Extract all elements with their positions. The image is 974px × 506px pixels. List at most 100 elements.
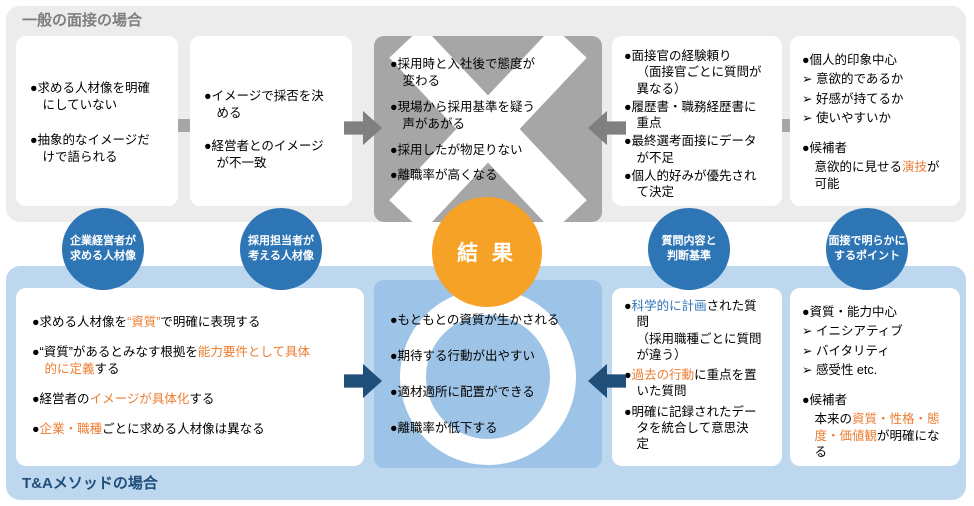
text-run: ●面接官の経験頼り （面接官ごとに質問が 異なる） xyxy=(624,49,762,96)
bullet-list: ●求める人材像を明確 にしていない ●抽象的なイメージだ けで語られる xyxy=(30,80,166,166)
bullet-list: ●個人的印象中心 ➢ 意欲的であるか ➢ 好感が持てるか ➢ 使いやすいか ●候補者意欲… xyxy=(802,52,954,192)
bullet-list: ●科学的に計画された質 問 （採用職種ごとに質問 が違う）●過去の行動に重点を置… xyxy=(624,298,776,452)
text-run: に重点を置 いた質問 xyxy=(636,368,757,399)
list-item: ➢ バイタリティ xyxy=(802,343,954,359)
circle-label: 採用担当者が 考える人材像 xyxy=(248,234,314,262)
text-run: ●資質・能力中心 xyxy=(802,305,898,319)
text-run: する xyxy=(189,391,215,406)
text-run: ➢ イニシアティブ xyxy=(802,324,903,339)
bullet-list: ●採用時と入社後で態度が 変わる ●現場から採用基準を疑う 声があがる ●採用したが… xyxy=(374,36,602,184)
circle-label: 結 果 xyxy=(457,242,517,265)
text-run: ➢ 意欲的であるか xyxy=(802,72,904,87)
text-run: ●候補者 xyxy=(802,393,848,407)
text-run: ●経営者とのイメージ が不一致 xyxy=(204,138,324,170)
list-item: ●経営者のイメージが具体化する xyxy=(32,391,352,408)
bottom-employer-view-box: ●求める人材像を“資質”で明確に表現する ●“資質”があるとみなす根拠を能力要件と… xyxy=(16,288,364,466)
list-item: ●適材適所に配置ができる xyxy=(390,384,590,401)
text-run: が明確にな る xyxy=(814,428,940,459)
list-item: ●求める人材像を明確 にしていない xyxy=(30,80,166,114)
text-run: ●個人的印象中心 xyxy=(802,53,898,67)
list-item: ●経営者とのイメージ が不一致 xyxy=(204,138,340,172)
circle-result: 結 果 xyxy=(432,197,542,307)
bullet-list: ●もともとの資質が生かされる ●期待する行動が出やすい ●適材適所に配置ができる ●離… xyxy=(374,280,602,437)
text-run: ●適材適所に配置ができる xyxy=(390,384,535,399)
top-employer-view-box: ●求める人材像を明確 にしていない ●抽象的なイメージだ けで語られる xyxy=(16,36,178,206)
list-item: ●個人的好みが優先され て決定 xyxy=(624,168,776,201)
arrow-left-icon xyxy=(588,362,626,400)
bottom-question-box: ●科学的に計画された質 問 （採用職種ごとに質問 が違う）●過去の行動に重点を置… xyxy=(612,288,782,466)
text-run: 能力要件として具体 的に定義 xyxy=(44,344,311,376)
list-item: ●個人的印象中心 xyxy=(802,52,954,68)
circle-label: 面接で明らかに するポイント xyxy=(828,234,906,262)
list-item: ●もともとの資質が生かされる xyxy=(390,312,590,329)
text-run: 演技 xyxy=(902,160,928,175)
text-run: ● xyxy=(624,368,632,382)
top-point-box: ●個人的印象中心 ➢ 意欲的であるか ➢ 好感が持てるか ➢ 使いやすいか ●候補者意欲… xyxy=(790,36,960,206)
connector-square-left xyxy=(177,119,190,132)
text-run: ●明確に記録されたデー タを統合して意思決 定 xyxy=(624,404,757,452)
bottom-point-box: ●資質・能力中心 ➢ イニシアティブ ➢ バイタリティ ➢ 感受性 etc. ●候補者本… xyxy=(790,288,960,466)
x-mark-icon xyxy=(389,36,587,222)
text-run: ごとに求める人材像は異なる xyxy=(102,421,265,436)
text-run: 意欲的に見せる xyxy=(814,160,903,175)
circle-label: 質問内容と 判断基準 xyxy=(661,234,717,262)
list-item: ●候補者 xyxy=(802,140,954,156)
list-item: 意欲的に見せる演技が 可能 xyxy=(802,159,954,192)
arrow-left-icon xyxy=(588,109,626,147)
circle-interview-points: 面接で明らかに するポイント xyxy=(826,208,908,290)
list-item: ●資質・能力中心 xyxy=(802,304,954,320)
list-item: ●明確に記録されたデー タを統合して意思決 定 xyxy=(624,404,776,453)
text-run: ●個人的好みが優先され て決定 xyxy=(624,168,757,199)
text-run: 過去の行動 xyxy=(631,368,695,382)
list-item: ●採用時と入社後で態度が 変わる xyxy=(390,56,590,90)
text-run: ●“資質”があるとみなす根拠を xyxy=(32,344,198,359)
general-interview-title: 一般の面接の場合 xyxy=(22,12,143,29)
list-item: ●履歴書・職務経歴書に 重点 xyxy=(624,99,776,132)
text-run: ●候補者 xyxy=(802,141,848,155)
list-item: ➢ 使いやすいか xyxy=(802,110,954,126)
text-run: ●履歴書・職務経歴書に 重点 xyxy=(624,99,757,130)
list-item: ●面接官の経験頼り （面接官ごとに質問が 異なる） xyxy=(624,48,776,97)
text-run: 本来の xyxy=(814,412,853,427)
text-run: ● xyxy=(32,421,40,436)
text-run: ● xyxy=(624,299,632,313)
list-item: ●候補者 xyxy=(802,392,954,408)
text-run: イメージが具体化 xyxy=(89,391,190,406)
text-run: 企業・職種 xyxy=(39,421,103,436)
list-item: ➢ イニシアティブ xyxy=(802,323,954,339)
text-run: ●求める人材像を明確 にしていない xyxy=(30,81,151,112)
list-item: ●現場から採用基準を疑う 声があがる xyxy=(390,99,590,133)
text-run: ●経営者の xyxy=(32,391,90,406)
bullet-list: ●面接官の経験頼り （面接官ごとに質問が 異なる）●履歴書・職務経歴書に 重点●… xyxy=(624,48,776,200)
list-item: ●企業・職種ごとに求める人材像は異なる xyxy=(32,421,352,438)
bullet-list: ●資質・能力中心 ➢ イニシアティブ ➢ バイタリティ ➢ 感受性 etc. ●候補者本… xyxy=(802,304,954,460)
text-run: ●離職率が低下する xyxy=(390,420,498,435)
list-item: ●離職率が低下する xyxy=(390,420,590,437)
text-run: で明確に表現する xyxy=(160,315,261,329)
list-item: ➢ 意欲的であるか xyxy=(802,71,954,87)
text-run: ➢ 好感が持てるか xyxy=(802,91,904,106)
text-run: ●期待する行動が出やすい xyxy=(390,348,536,363)
text-run: ●抽象的なイメージだ けで語られる xyxy=(30,132,150,164)
text-run: ●イメージで採否を決 める xyxy=(204,89,324,120)
text-run: ●もともとの資質が生かされる xyxy=(390,313,560,327)
list-item: ●離職率が高くなる xyxy=(390,167,590,184)
list-item: ●採用したが物足りない xyxy=(390,142,590,159)
list-item: ●求める人材像を“資質”で明確に表現する xyxy=(32,314,352,331)
arrow-right-icon xyxy=(344,109,382,147)
bullet-list: ●イメージで採否を決 める ●経営者とのイメージ が不一致 xyxy=(204,88,340,172)
list-item: ●科学的に計画された質 問 （採用職種ごとに質問 が違う） xyxy=(624,298,776,363)
bullet-list: ●求める人材像を“資質”で明確に表現する ●“資質”があるとみなす根拠を能力要件と… xyxy=(32,314,352,437)
circle-recruiter-view: 採用担当者が 考える人材像 xyxy=(240,208,322,290)
text-run: ●採用時と入社後で態度が 変わる xyxy=(390,57,536,88)
list-item: ●期待する行動が出やすい xyxy=(390,348,590,365)
list-item: ●最終選考面接にデータ が不足 xyxy=(624,133,776,166)
list-item: ●過去の行動に重点を置 いた質問 xyxy=(624,367,776,400)
list-item: ➢ 好感が持てるか xyxy=(802,91,954,107)
text-run: が 可能 xyxy=(814,160,940,191)
text-run: “資質” xyxy=(127,315,161,329)
list-item: ●“資質”があるとみなす根拠を能力要件として具体 的に定義する xyxy=(32,344,352,378)
text-run: ●求める人材像を xyxy=(32,315,128,329)
text-run: ➢ 感受性 etc. xyxy=(802,362,878,377)
